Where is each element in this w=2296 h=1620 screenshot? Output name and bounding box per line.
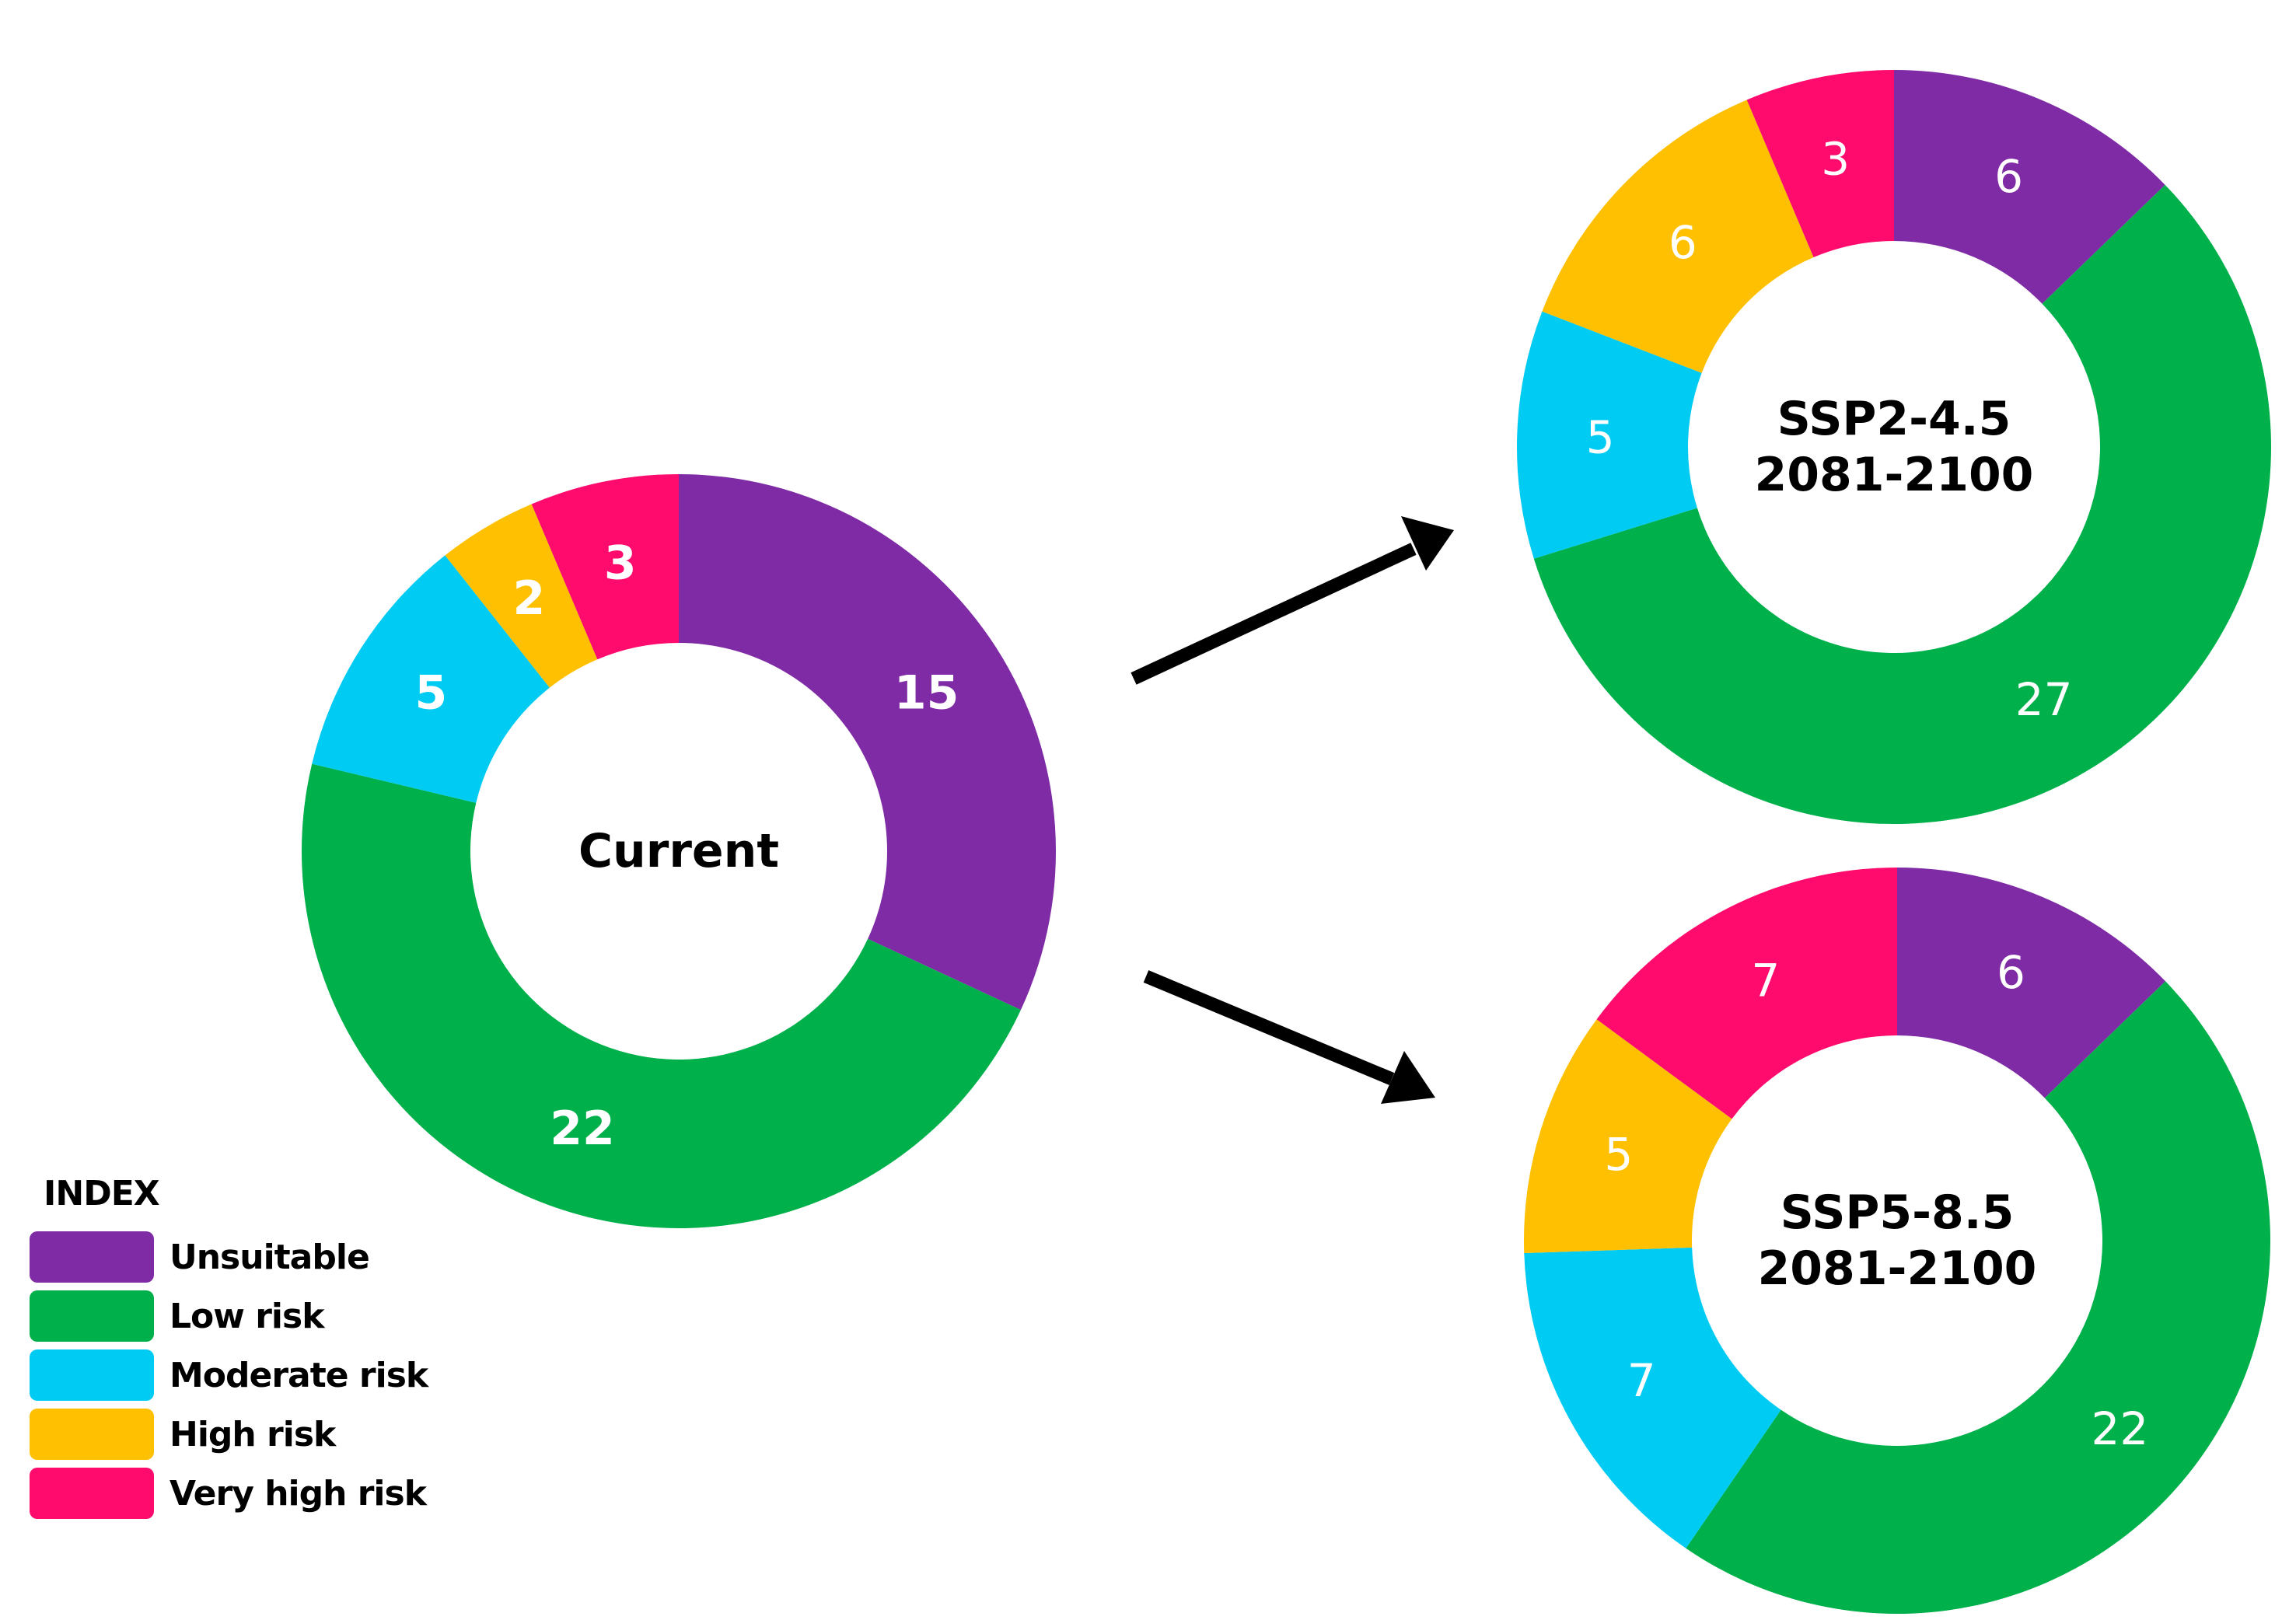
donut-segment <box>1894 70 2165 304</box>
donut-segment <box>312 555 550 803</box>
legend-label: Moderate risk <box>169 1355 428 1395</box>
legend-label: Low risk <box>169 1296 324 1336</box>
segment-value-label: 15 <box>894 666 959 721</box>
transition-arrows <box>1131 516 1454 1104</box>
donut-center-label: 2081-2100 <box>1758 1241 2037 1296</box>
segment-value-label: 27 <box>2015 673 2073 726</box>
segment-value-label: 22 <box>2091 1402 2148 1455</box>
segment-value-label: 3 <box>1821 133 1850 186</box>
donut-segment <box>1897 868 2166 1098</box>
segment-value-label: 5 <box>1586 410 1615 463</box>
legend-swatch <box>30 1290 154 1342</box>
segment-value-label: 3 <box>604 536 637 591</box>
donut-segment <box>302 763 1021 1228</box>
donut-segment <box>1686 981 2271 1615</box>
segment-value-label: 5 <box>415 666 448 721</box>
legend-item: Very high risk <box>30 1464 496 1523</box>
legend-item: Unsuitable <box>30 1227 496 1287</box>
legend-swatch <box>30 1409 154 1460</box>
legend-item: High risk <box>30 1405 496 1464</box>
segment-value-label: 6 <box>1997 946 2025 999</box>
arrow-to-ssp2-head <box>1401 516 1454 571</box>
segment-value-label: 7 <box>1627 1354 1656 1407</box>
legend-label: Very high risk <box>169 1473 427 1514</box>
donut-segment <box>1542 100 1814 373</box>
arrow-to-ssp2 <box>1131 543 1417 685</box>
donut-segment <box>445 504 598 688</box>
donut-charts: 1522523Current627563SSP2-4.52081-2100622… <box>302 70 2271 1615</box>
legend-item: Low risk <box>30 1287 496 1346</box>
legend-swatch <box>30 1349 154 1401</box>
arrow-to-ssp5 <box>1143 970 1395 1085</box>
donut-segment <box>1516 311 1702 559</box>
legend-swatch <box>30 1231 154 1283</box>
legend-label: Unsuitable <box>169 1237 370 1277</box>
legend-label: High risk <box>169 1414 336 1454</box>
segment-value-label: 5 <box>1604 1128 1633 1181</box>
legend-swatch <box>30 1468 154 1519</box>
legend-item: Moderate risk <box>30 1346 496 1405</box>
segment-value-label: 6 <box>1994 150 2023 203</box>
legend-title: INDEX <box>44 1174 160 1213</box>
donut-segment <box>1533 184 2271 824</box>
donut-segment <box>1746 70 1894 258</box>
donut-segment <box>679 474 1056 1011</box>
arrow-to-ssp5-head <box>1381 1051 1435 1104</box>
segment-value-label: 22 <box>550 1102 615 1156</box>
donut-center-label: SSP2-4.5 <box>1777 392 2011 446</box>
donut-segment <box>1524 1019 1732 1254</box>
donut-segment <box>531 474 679 660</box>
donut-segment <box>1596 868 1897 1119</box>
segment-value-label: 2 <box>512 571 545 626</box>
donut-center-label: Current <box>578 824 779 878</box>
segment-value-label: 7 <box>1751 954 1780 1007</box>
donut-segment <box>1524 1247 1781 1548</box>
segment-value-label: 6 <box>1669 216 1697 269</box>
donut-center-label: 2081-2100 <box>1755 448 2034 502</box>
donut-center-label: SSP5-8.5 <box>1781 1185 2015 1240</box>
